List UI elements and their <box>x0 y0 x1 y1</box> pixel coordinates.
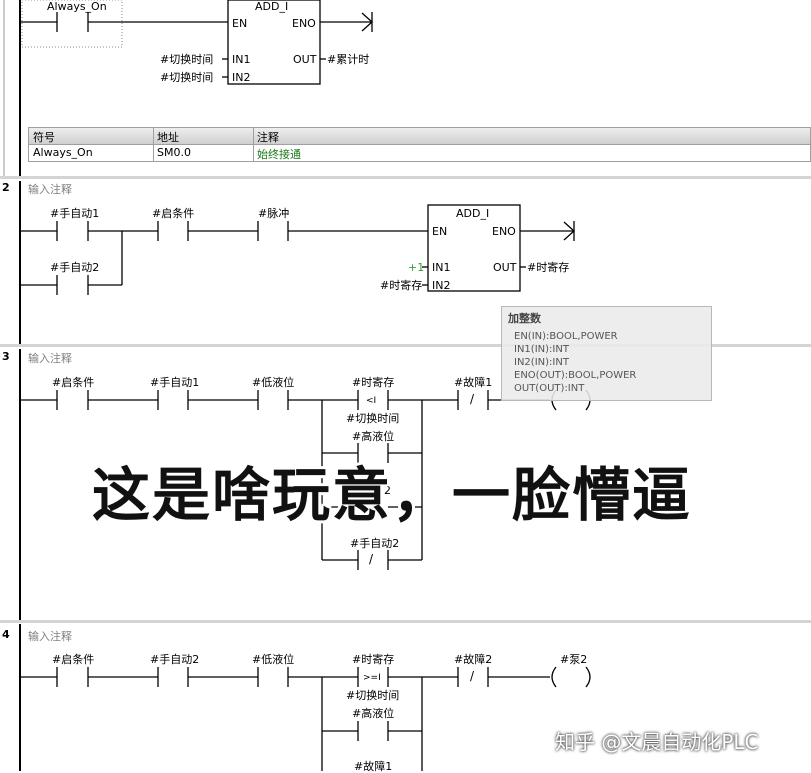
coil-label[interactable]: #泵2 <box>560 653 588 666</box>
in1-param[interactable]: #切换时间 <box>160 53 214 66</box>
contact-label[interactable]: #故障1 <box>354 760 393 773</box>
contact-label[interactable]: #启条件 <box>152 207 195 220</box>
out-param[interactable]: #时寄存 <box>527 261 570 274</box>
block-pin-en: EN <box>232 17 248 30</box>
symbol-table: 符号 地址 注释 Always_On SM0.0 始终接通 <box>28 127 811 162</box>
contact-label[interactable]: #手自动2 <box>50 261 100 274</box>
network-separator <box>0 620 811 623</box>
compare-operator: <I <box>366 396 377 406</box>
normally-closed-mark: / <box>470 392 475 406</box>
contact-label[interactable]: #启条件 <box>52 653 95 666</box>
network-number: 2 <box>2 181 10 194</box>
in1-param[interactable]: +1 <box>408 261 425 274</box>
compare-operand[interactable]: #切换时间 <box>346 689 400 702</box>
obscured-fragment: 2 <box>384 484 391 497</box>
compare-operand[interactable]: #切换时间 <box>346 412 400 425</box>
network-separator <box>0 176 811 179</box>
tooltip-line: IN1(IN):INT <box>514 344 569 355</box>
contact-label[interactable]: #低液位 <box>252 376 295 389</box>
network-comment[interactable]: 输入注释 <box>28 183 72 196</box>
contact-label[interactable]: #高液位 <box>352 707 395 720</box>
block-title[interactable]: ADD_I <box>255 0 289 13</box>
in2-param[interactable]: #切换时间 <box>160 71 214 84</box>
contact-label[interactable]: #脉冲 <box>258 207 290 220</box>
block-pin-in2: IN2 <box>232 71 251 84</box>
compare-operator: >=I <box>363 673 381 683</box>
col-comment: 注释 <box>257 131 279 144</box>
col-symbol: 符号 <box>33 131 55 144</box>
tooltip-title: 加整数 <box>508 312 541 325</box>
instruction-tooltip: 加整数 EN(IN):BOOL,POWER IN1(IN):INT IN2(IN… <box>501 306 712 401</box>
contact-label[interactable]: Always_On <box>47 0 107 13</box>
network-comment[interactable]: 输入注释 <box>28 352 72 365</box>
contact-label[interactable]: #高液位 <box>352 430 395 443</box>
symbol-table-header: 符号 地址 注释 <box>28 127 811 145</box>
network-comment[interactable]: 输入注释 <box>28 630 72 643</box>
row-comment: 始终接通 <box>257 148 301 161</box>
contact-label[interactable]: #故障2 <box>454 653 493 666</box>
tooltip-line: ENO(OUT):BOOL,POWER <box>514 370 637 381</box>
block-pin-in1: IN1 <box>432 261 451 274</box>
row-address: SM0.0 <box>157 146 191 159</box>
network-number: 4 <box>2 628 10 641</box>
contact-label[interactable]: #手自动2 <box>350 537 400 550</box>
block-pin-eno: ENO <box>292 17 316 30</box>
normally-closed-mark: / <box>369 552 374 566</box>
out-param[interactable]: #累计时 <box>327 53 370 66</box>
normally-closed-mark: / <box>470 669 475 683</box>
block-pin-in2: IN2 <box>432 279 451 292</box>
block-pin-eno: ENO <box>492 225 516 238</box>
block-pin-out: OUT <box>493 261 517 274</box>
network-separator <box>0 344 811 347</box>
contact-label[interactable]: #手自动2 <box>150 653 200 666</box>
contact-label[interactable]: #时寄存 <box>352 653 395 666</box>
watermark: 知乎 @文晨自动化PLC <box>555 730 759 754</box>
tooltip-line: OUT(OUT):INT <box>514 383 585 394</box>
row-symbol: Always_On <box>33 146 93 159</box>
block-title[interactable]: ADD_I <box>456 207 490 220</box>
block-pin-in1: IN1 <box>232 53 251 66</box>
col-address: 地址 <box>157 131 179 144</box>
contact-label[interactable]: #低液位 <box>252 653 295 666</box>
tooltip-line: EN(IN):BOOL,POWER <box>514 331 618 342</box>
block-pin-out: OUT <box>293 53 317 66</box>
contact-label[interactable]: #启条件 <box>52 376 95 389</box>
block-pin-en: EN <box>432 225 448 238</box>
left-gutter <box>0 0 20 771</box>
contact-label[interactable]: #手自动1 <box>50 207 100 220</box>
contact-label[interactable]: #手自动1 <box>150 376 200 389</box>
contact-label[interactable]: #故障1 <box>454 376 493 389</box>
tooltip-line: IN2(IN):INT <box>514 357 569 368</box>
network-number: 3 <box>2 350 10 363</box>
overlay-caption: 这是啥玩意，一脸懵逼 <box>92 461 693 529</box>
contact-label[interactable]: #时寄存 <box>352 376 395 389</box>
table-row[interactable]: Always_On SM0.0 始终接通 <box>28 145 811 162</box>
in2-param[interactable]: #时寄存 <box>380 279 423 292</box>
